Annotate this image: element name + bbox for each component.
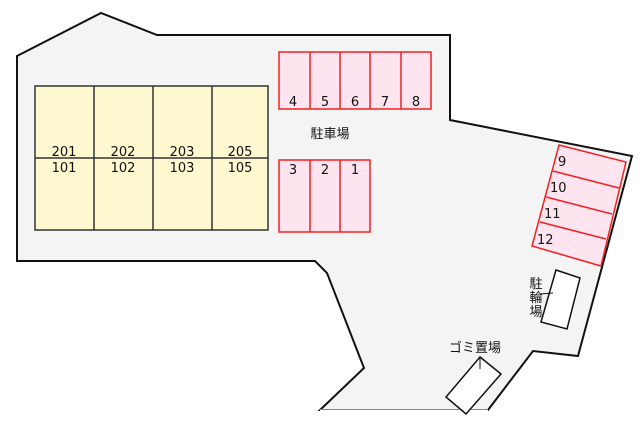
parking-space-6: 6	[351, 95, 359, 110]
parking-space-1: 1	[351, 163, 359, 178]
parking-space-10: 10	[550, 181, 567, 196]
bicycle-parking-label-3: 場	[529, 305, 542, 320]
apartment-building: 201 202 203 205 101 102 103 105	[34, 85, 269, 231]
parking-space-8: 8	[412, 95, 420, 110]
unit-103: 103	[170, 161, 195, 176]
parking-bottom-row: 3 2 1	[278, 159, 371, 233]
parking-space-4: 4	[289, 95, 297, 110]
unit-105: 105	[228, 161, 253, 176]
bicycle-parking-label-1: 駐	[529, 277, 542, 292]
parking-space-11: 11	[544, 207, 561, 222]
unit-202: 202	[111, 145, 136, 160]
unit-201: 201	[52, 145, 77, 160]
unit-102: 102	[111, 161, 136, 176]
parking-angled-row: 9 10 11 12	[531, 144, 627, 267]
unit-205: 205	[228, 145, 253, 160]
unit-203: 203	[170, 145, 195, 160]
parking-space-9: 9	[558, 155, 566, 170]
parking-space-7: 7	[381, 95, 389, 110]
parking-space-5: 5	[321, 95, 329, 110]
parking-space-3: 3	[289, 163, 297, 178]
parking-top-row: 4 5 6 7 8	[278, 51, 432, 110]
unit-101: 101	[52, 161, 77, 176]
parking-space-12: 12	[537, 233, 554, 248]
bicycle-parking-label-2: 輪	[529, 290, 542, 306]
garbage-area: ゴミ置場	[444, 340, 503, 416]
garbage-area-label: ゴミ置場	[449, 340, 501, 356]
parking-space-2: 2	[321, 163, 329, 178]
bicycle-parking: 駐 輪 場	[529, 269, 581, 330]
parking-label: 駐車場	[310, 127, 349, 142]
